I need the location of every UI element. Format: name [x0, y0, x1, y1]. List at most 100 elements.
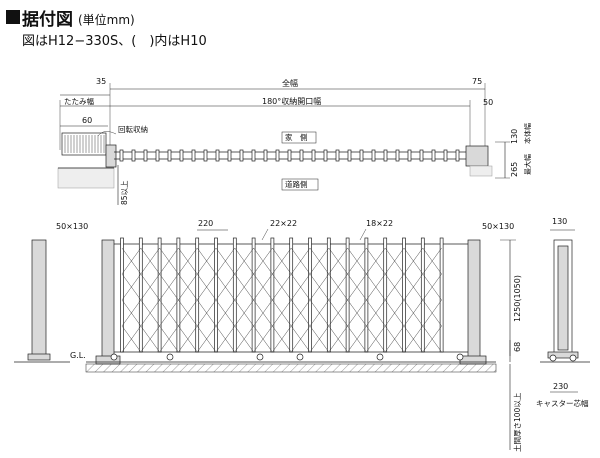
plan-picket — [395, 149, 400, 162]
gate-pickets — [120, 237, 444, 353]
elev-picket — [364, 237, 369, 353]
lattice-bar — [159, 299, 179, 327]
lattice-bar — [366, 325, 386, 353]
lattice-bar — [366, 299, 386, 327]
lattice-bar — [178, 299, 198, 327]
plan-picket — [335, 149, 340, 162]
elev-picket — [420, 237, 425, 353]
plan-picket — [263, 149, 268, 162]
lattice-bar — [290, 247, 311, 275]
ground-slab — [85, 363, 497, 373]
right-ground-block — [469, 165, 493, 177]
lattice-bar — [140, 325, 160, 353]
dim-35: 35 — [96, 77, 106, 86]
leader-22x22 — [261, 228, 269, 241]
title-subtitle: 図はH12−330S、( )内はH10 — [22, 33, 207, 49]
plan-picket — [179, 149, 184, 162]
side-caster-left — [549, 354, 557, 362]
elev-picket — [176, 237, 181, 353]
side-dim-230: 230 — [553, 382, 568, 391]
lattice-bar — [366, 247, 386, 275]
gate-caster — [296, 353, 304, 361]
elev-picket — [138, 237, 143, 353]
elev-picket — [308, 237, 312, 353]
elevation-view: 50×130 220 22×22 18×22 50×130 G.L. 1250(… — [14, 219, 522, 452]
lattice-bar — [347, 325, 367, 353]
plan-picket — [191, 149, 196, 162]
lattice-bar — [272, 247, 292, 275]
title-bullet — [6, 10, 20, 24]
side-base — [547, 351, 579, 359]
elev-picket — [345, 237, 350, 353]
lattice-bar — [328, 325, 348, 353]
lattice-bar — [309, 325, 330, 353]
title-main: 据付図 — [22, 9, 73, 30]
plan-picket — [299, 149, 304, 162]
lattice-bar — [328, 273, 348, 301]
lattice-bar — [384, 247, 405, 275]
right-post-plan — [465, 145, 489, 167]
lattice-bar — [253, 247, 273, 275]
lattice-bar — [272, 325, 292, 353]
elev-picket — [214, 237, 218, 353]
dim-220: 220 — [198, 219, 213, 228]
plan-picket — [311, 149, 316, 162]
side-caster-right — [569, 354, 577, 362]
plan-picket — [131, 149, 136, 162]
elev-picket — [251, 237, 256, 353]
gate-caster — [376, 353, 384, 361]
caster-label: キャスター芯幅 — [536, 398, 589, 408]
dim-22x22: 22×22 — [270, 219, 297, 228]
plan-picket — [227, 149, 232, 162]
lattice-bar — [196, 273, 217, 301]
plan-picket — [203, 149, 208, 162]
lattice-bar — [290, 299, 311, 327]
folded-stack — [61, 132, 107, 156]
lattice-bar — [272, 273, 292, 301]
plan-picket — [119, 149, 124, 162]
gate-lattice — [121, 247, 442, 353]
plan-picket — [239, 149, 244, 162]
right-post — [467, 239, 481, 359]
lattice-bar — [290, 273, 311, 301]
lattice-bar — [234, 299, 254, 327]
road-side-box — [281, 178, 319, 191]
lattice-bar — [422, 325, 442, 353]
elev-picket — [439, 237, 444, 353]
left-ground-block — [57, 167, 115, 189]
lattice-bar — [140, 299, 160, 327]
lattice-bar — [422, 273, 442, 301]
plan-picket — [443, 149, 448, 162]
lattice-bar — [309, 247, 330, 275]
lattice-bar — [253, 325, 273, 353]
dim-75: 75 — [472, 77, 482, 86]
lattice-bar — [422, 247, 442, 275]
lattice-bar — [140, 247, 160, 275]
elev-picket — [383, 237, 388, 353]
lattice-bar — [253, 273, 273, 301]
dim-265: 265 — [510, 162, 519, 177]
max-width-label: 最大幅 — [523, 154, 532, 175]
lattice-bar — [121, 273, 142, 301]
lattice-bar — [347, 247, 367, 275]
elev-picket — [120, 237, 124, 353]
left-detail-base — [27, 353, 51, 361]
rotate-label: 回転収納 — [118, 124, 148, 134]
gate-casters — [110, 353, 464, 361]
lattice-bar — [234, 325, 254, 353]
lattice-bar — [309, 299, 330, 327]
lattice-bar — [290, 325, 311, 353]
lattice-bar — [234, 247, 254, 275]
post-left-label: 50×130 — [56, 222, 88, 231]
side-post-inner — [557, 245, 569, 351]
elev-picket — [402, 237, 406, 353]
gl-label: G.L. — [70, 351, 86, 360]
dim-height: 1250(1050) — [513, 275, 522, 322]
leader-18x22 — [359, 228, 367, 241]
house-side-label: 家 側 — [285, 132, 308, 142]
lattice-bar — [159, 247, 179, 275]
lattice-bar — [196, 247, 217, 275]
right-post-base-elev — [459, 355, 487, 365]
lattice-bar — [215, 299, 236, 327]
road-side-label: 道路側 — [285, 179, 308, 189]
